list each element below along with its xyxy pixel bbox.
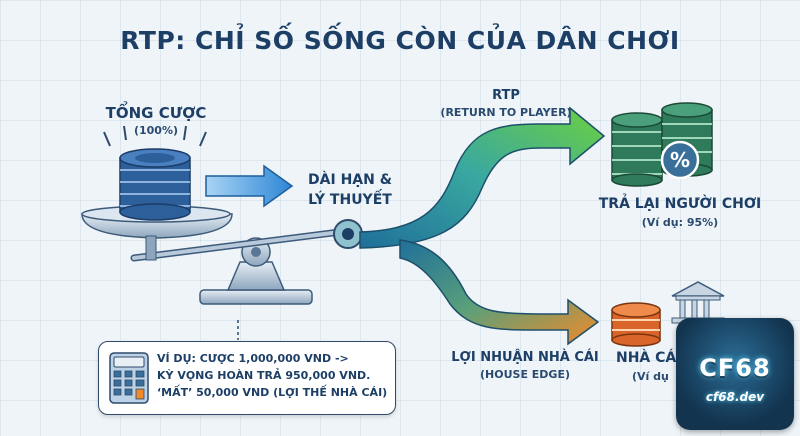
green-chip-stack-icon <box>611 102 713 187</box>
long-term-line1: DÀI HẠN & <box>308 172 392 188</box>
house-edge-label: LỢI NHUẬN NHÀ CÁI <box>451 350 599 365</box>
total-bet-label: TỔNG CƯỢC <box>105 104 207 122</box>
total-bet-percent: (100%) <box>133 124 179 137</box>
bank-icon <box>671 281 725 324</box>
logo-sub-text: cf68.dev <box>705 390 765 404</box>
page-title: RTP: CHỈ SỐ SỐNG CÒN CỦA DÂN CHƠI <box>120 26 680 55</box>
arrow-to-rtp <box>359 106 606 249</box>
example-line2: KỲ VỌNG HOÀN TRẢ 950,000 VND. <box>157 369 371 382</box>
example-text: VÍ DỤ: CƯỢC 1,000,000 VND -> KỲ VỌNG HOÀ… <box>157 350 393 401</box>
arrow-to-longterm <box>205 164 294 208</box>
logo-main-text: CF68 <box>699 354 771 382</box>
example-box: VÍ DỤ: CƯỢC 1,000,000 VND -> KỲ VỌNG HOÀ… <box>98 341 396 415</box>
cf68-logo[interactable]: CF68 cf68.dev <box>676 318 794 430</box>
return-player-example: (Ví dụ: 95%) <box>641 216 719 229</box>
rtp-sub: (RETURN TO PLAYER) <box>440 106 572 119</box>
percent-badge-icon: % <box>660 140 700 180</box>
percent-symbol: % <box>670 148 690 172</box>
example-line3: ‘MẤT’ 50,000 VND (LỢI THẾ NHÀ CÁI) <box>157 386 388 399</box>
long-term-line2: LÝ THUYẾT <box>308 192 392 208</box>
scale-icon <box>81 205 363 305</box>
house-label: NHÀ CÁ <box>616 350 677 366</box>
house-edge-sub: (HOUSE EDGE) <box>480 368 570 381</box>
orange-chip-stack-icon <box>611 302 661 347</box>
calculator-icon <box>109 352 149 404</box>
chip-stack-icon <box>103 125 207 221</box>
example-line1: VÍ DỤ: CƯỢC 1,000,000 VND -> <box>157 352 349 365</box>
return-player-label: TRẢ LẠI NGƯỜI CHƠI <box>598 196 762 212</box>
house-example: (Ví dụ <box>632 370 669 383</box>
arrow-to-house-edge <box>399 239 600 346</box>
rtp-label: RTP <box>492 88 520 103</box>
